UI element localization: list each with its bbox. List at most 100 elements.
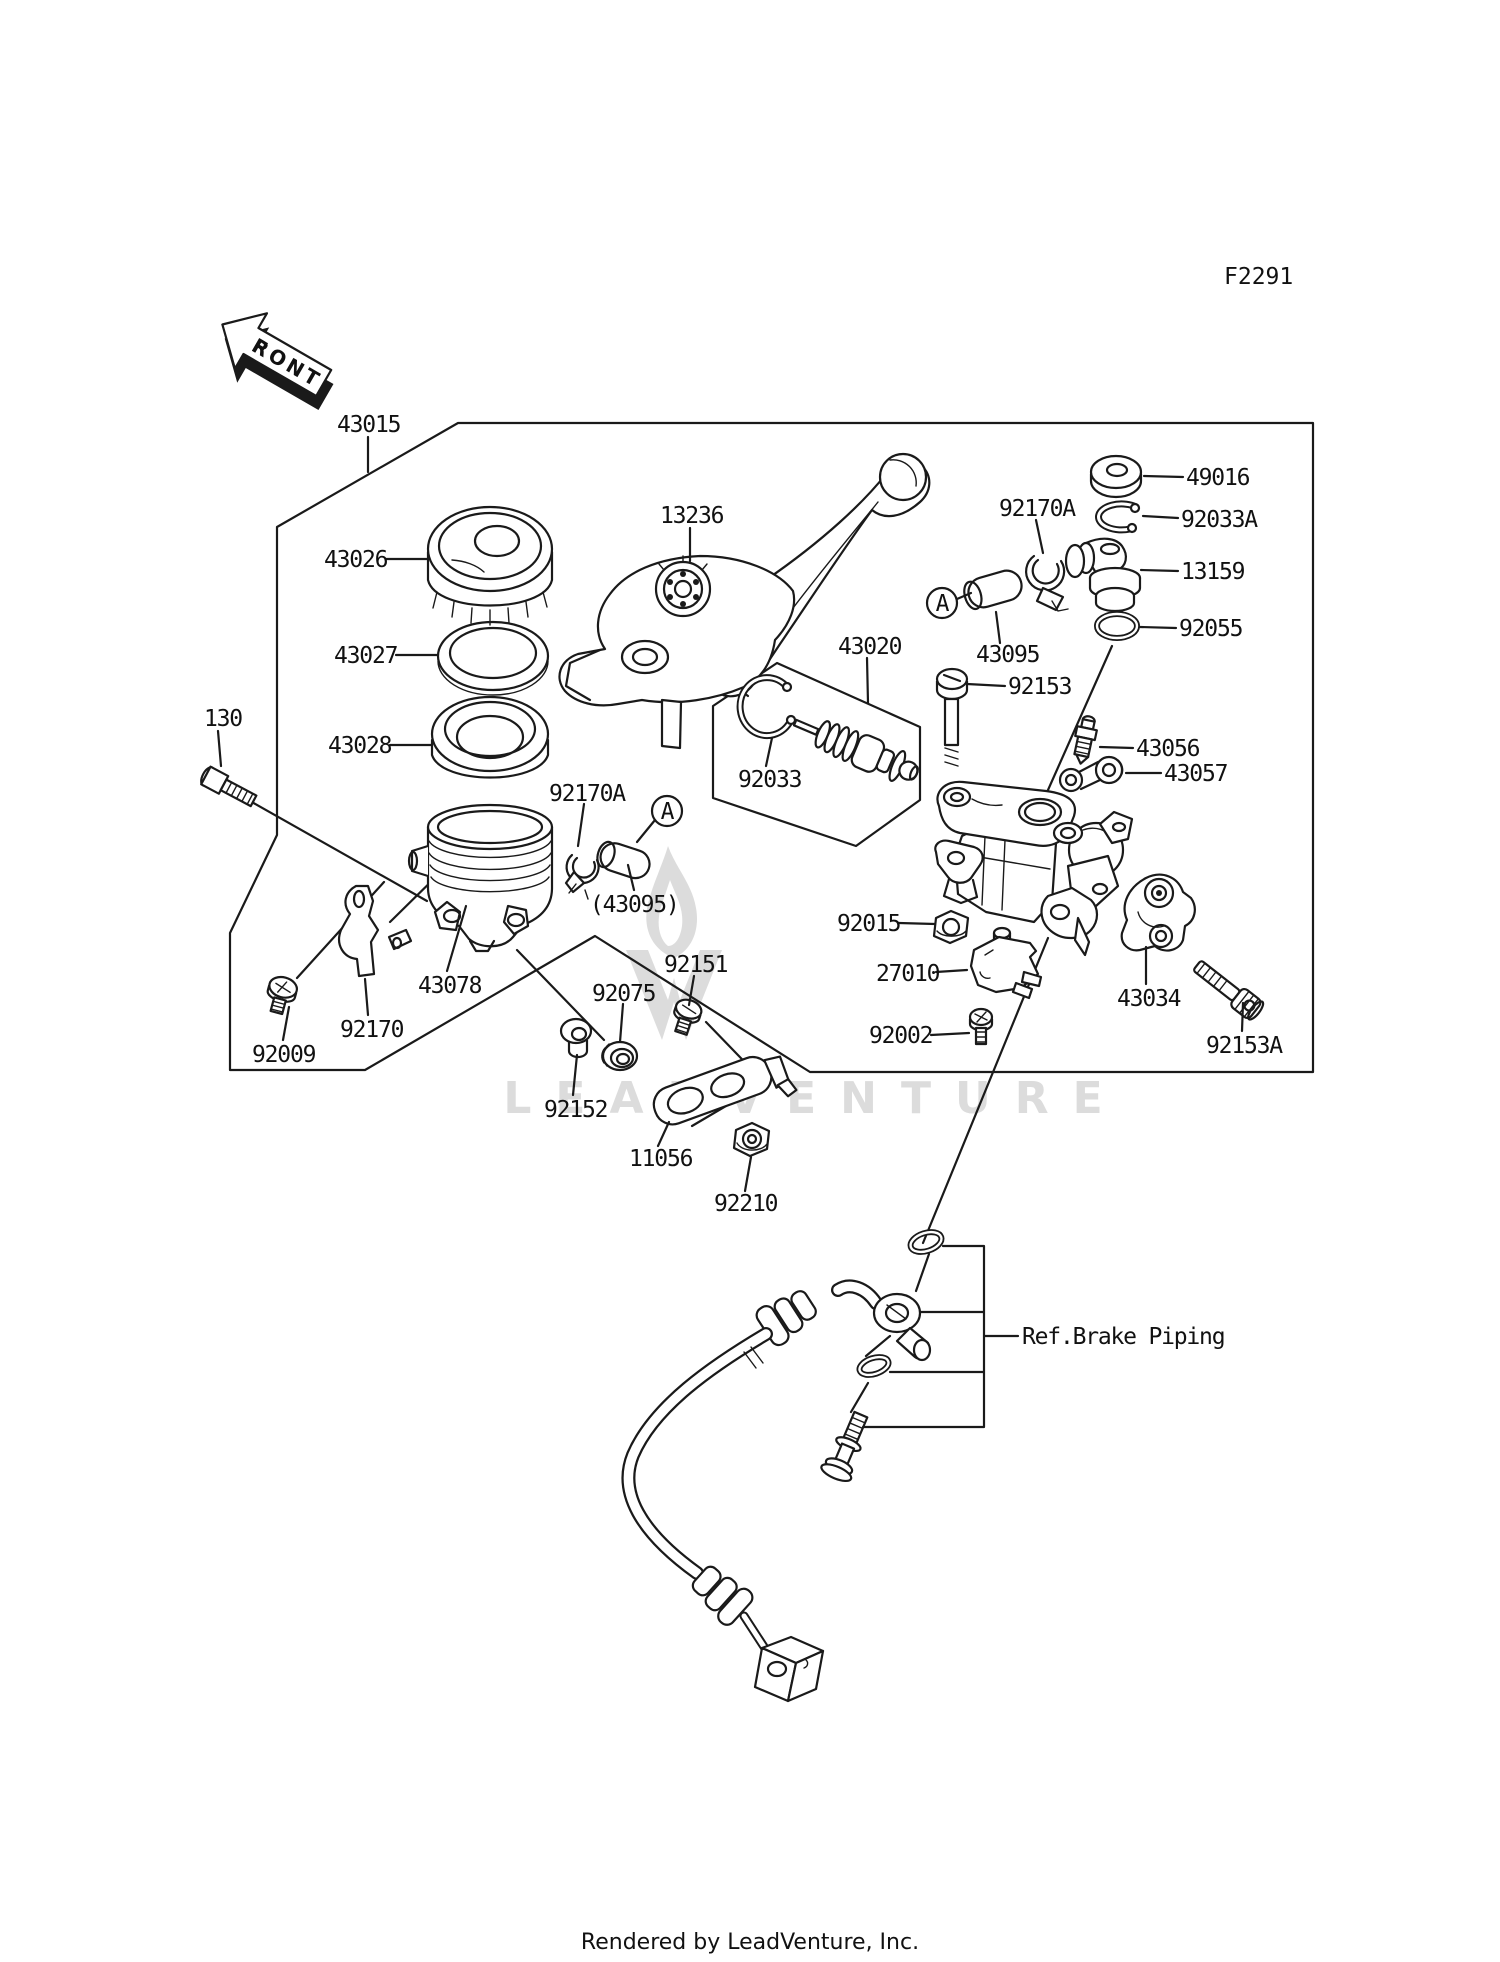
leader-line <box>626 863 636 892</box>
part-master-cylinder-body <box>934 780 1134 957</box>
part-label-92152: 92152 <box>544 1097 607 1123</box>
leader-line <box>1138 625 1178 630</box>
leader-line <box>281 1005 291 1042</box>
part-brake-lever <box>558 452 931 750</box>
part-switch-27010 <box>969 926 1043 1000</box>
leader-line <box>1098 745 1135 750</box>
part-label-92075: 92075 <box>592 981 655 1007</box>
leader-line <box>1141 514 1180 520</box>
annotation-letter: A <box>661 799 675 825</box>
annotation-circle <box>925 586 959 620</box>
leader-line <box>618 1002 625 1044</box>
part-grip-43095-right <box>963 569 1023 611</box>
part-clamp-92170a-left <box>564 853 600 900</box>
leader-line <box>865 656 870 705</box>
leader-line <box>897 921 937 926</box>
part-cap-seal-ring <box>436 620 550 696</box>
part-label-92170A: 92170A <box>549 781 626 807</box>
part-label-43015: 43015 <box>337 412 400 438</box>
part-label-27010: 27010 <box>876 961 940 987</box>
leader-line <box>1240 1001 1245 1033</box>
leader-line <box>994 610 1002 645</box>
leader-line <box>363 977 370 1017</box>
annotation-letter: A <box>936 591 950 617</box>
leader-line <box>965 682 1007 688</box>
part-reservoir-cap <box>426 505 554 626</box>
part-reservoir-bracket <box>338 884 413 978</box>
part-seal-washer-top <box>907 1229 945 1255</box>
leader-line <box>1139 568 1180 573</box>
view-annotations: AA <box>635 586 973 844</box>
pushrod-kit-frame <box>711 661 922 848</box>
part-label-92210: 92210 <box>714 1191 778 1217</box>
part-washer-49016 <box>1089 454 1143 499</box>
part-number-labels: 4301543026430274302813043078921709200913… <box>204 412 1284 1217</box>
leader-line <box>1142 474 1185 479</box>
part-label-92002: 92002 <box>869 1023 932 1049</box>
leader-line <box>955 591 973 601</box>
rendered-by-footer: Rendered by LeadVenture, Inc. <box>581 1930 919 1955</box>
part-label-43078: 43078 <box>418 973 482 999</box>
part-screw-92153 <box>935 667 969 767</box>
leader-line <box>635 818 657 844</box>
part-label-43095: 43095 <box>976 642 1039 668</box>
part-label-43028: 43028 <box>328 733 392 759</box>
leadventure-watermark-text: LEADVENTURE <box>503 1073 1126 1124</box>
part-oring-92055 <box>1094 611 1140 641</box>
ref-brake-piping-note: Ref.Brake Piping <box>1022 1324 1224 1350</box>
part-grip-43095-left <box>596 840 651 880</box>
leader-line <box>576 802 586 848</box>
figure-code: F2291 <box>1224 264 1293 290</box>
part-nut-92015 <box>932 909 970 945</box>
leader-line <box>1034 518 1045 555</box>
part-bolt-92153a <box>1193 960 1265 1021</box>
part-label-92170: 92170 <box>340 1017 404 1043</box>
part-grommet-92075 <box>601 1040 639 1072</box>
part-diaphragm-cup <box>430 695 550 779</box>
part-label-92055: 92055 <box>1179 616 1242 642</box>
part-label-49016: 49016 <box>1186 465 1250 491</box>
leader-line <box>743 1155 753 1193</box>
part-nut-92210 <box>732 1121 771 1158</box>
part-label-92151: 92151 <box>664 952 728 978</box>
part-elbow-13159 <box>1064 537 1142 613</box>
part-screw-92009 <box>266 975 299 1016</box>
part-label-92153A: 92153A <box>1206 1033 1283 1059</box>
part-banjo-bolt <box>820 1410 869 1483</box>
part-link-43057 <box>1058 755 1124 793</box>
part-label-11056: 11056 <box>629 1146 693 1172</box>
part-label-92153: 92153 <box>1008 674 1072 700</box>
annotation-circle <box>650 794 684 828</box>
leader-line <box>571 1053 579 1097</box>
part-label-43095: (43095) <box>590 892 679 918</box>
part-screw-92151 <box>673 998 703 1036</box>
part-label-43034: 43034 <box>1117 986 1181 1012</box>
part-bolt-130 <box>200 765 258 808</box>
leader-line <box>929 1031 971 1037</box>
part-brake-hose <box>621 1229 945 1703</box>
leader-line <box>764 736 774 768</box>
part-label-43020: 43020 <box>838 634 902 660</box>
part-clamp-92170a-right <box>1025 554 1069 612</box>
ref-brake-piping-bracket <box>861 1244 1020 1429</box>
assembly-frame <box>228 421 1315 1074</box>
leader-line <box>934 968 969 974</box>
part-label-92009: 92009 <box>252 1042 316 1068</box>
part-label-130: 130 <box>204 706 242 732</box>
part-label-92170A: 92170A <box>999 496 1076 522</box>
part-seal-washer-bottom <box>856 1354 892 1378</box>
hose-end-fitting <box>753 1635 825 1703</box>
part-label-13159: 13159 <box>1181 559 1245 585</box>
leader-line <box>656 1120 671 1148</box>
label-leader-lines <box>216 435 1245 1193</box>
leadventure-watermark-logo <box>626 846 722 1040</box>
part-label-92033: 92033 <box>738 767 802 793</box>
part-label-43026: 43026 <box>324 547 388 573</box>
part-circlip-92033a <box>1095 500 1141 534</box>
front-direction-arrow: FRONT <box>221 312 334 411</box>
leader-line <box>687 974 696 1007</box>
part-label-43056: 43056 <box>1136 736 1200 762</box>
leader-line <box>216 729 223 768</box>
